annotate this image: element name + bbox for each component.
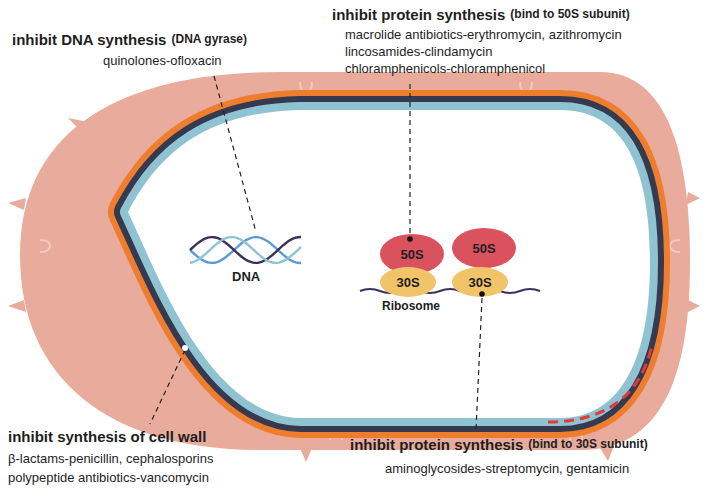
surface-mark bbox=[40, 240, 50, 252]
surface-marks bbox=[40, 82, 680, 440]
subunit-label: 50S bbox=[400, 248, 423, 261]
dna-strand bbox=[190, 237, 301, 263]
drug-label: chloramphenicols-chloramphenicol bbox=[345, 62, 545, 77]
leader-line bbox=[409, 84, 410, 236]
heading-label: Ribosome bbox=[382, 300, 440, 314]
drug-label: macrolide antibiotics-erythromycin, azit… bbox=[345, 28, 622, 43]
subunit-label: 30S bbox=[396, 276, 419, 289]
subunit-label: 50S bbox=[472, 242, 495, 255]
dna-strand bbox=[190, 237, 301, 263]
pilus bbox=[8, 198, 26, 210]
subunit-ellipse bbox=[452, 228, 516, 268]
pilus bbox=[68, 118, 88, 130]
target-dot bbox=[407, 236, 413, 242]
heading-label: inhibit protein synthesis bbox=[332, 6, 505, 23]
ribosome-subunit: 50S bbox=[452, 228, 516, 268]
drug-label: polypeptide antibiotics-vancomycin bbox=[8, 471, 209, 486]
pilus bbox=[300, 448, 312, 462]
heading-label: (DNA gyrase) bbox=[171, 33, 247, 47]
drug-label: β-lactams-penicillin, cephalosporins bbox=[8, 452, 213, 467]
target-dot bbox=[479, 291, 485, 297]
leader-lines bbox=[150, 76, 482, 430]
cell-body bbox=[20, 72, 690, 450]
surface-mark bbox=[670, 240, 680, 252]
heading-label: DNA bbox=[232, 270, 260, 285]
dna-helix bbox=[190, 237, 301, 263]
dna-strand bbox=[190, 237, 301, 263]
cytoplasm bbox=[128, 110, 650, 418]
drug-label: lincosamides-clindamycin bbox=[345, 45, 492, 60]
cell-envelope bbox=[128, 110, 650, 418]
dashed-segment bbox=[548, 345, 652, 422]
cell-wall-layer bbox=[128, 110, 650, 418]
subunit-ellipse bbox=[380, 267, 436, 297]
leader-line bbox=[476, 298, 482, 430]
target-dot bbox=[182, 345, 188, 351]
ribosome-subunit: 30S bbox=[380, 267, 436, 297]
leader-line bbox=[150, 350, 185, 424]
drug-label: aminoglycosides-streptomycin, gentamicin bbox=[385, 462, 629, 477]
drug-label: quinolones-ofloxacin bbox=[103, 54, 222, 69]
subunit-ellipse bbox=[452, 267, 508, 297]
leader-line bbox=[214, 76, 256, 232]
heading-label: inhibit protein synthesis bbox=[350, 436, 523, 453]
heading-label: (bind to 50S subunit) bbox=[510, 8, 629, 22]
outer-membrane bbox=[128, 110, 650, 418]
inner-membrane bbox=[128, 110, 650, 418]
ribosome-subunit: 30S bbox=[452, 267, 508, 297]
heading-label: inhibit synthesis of cell wall bbox=[8, 428, 206, 445]
pilus bbox=[688, 300, 700, 312]
pilus bbox=[686, 192, 700, 205]
pilus bbox=[8, 300, 26, 312]
heading-label: (bind to 30S subunit) bbox=[528, 438, 647, 452]
heading-label: inhibit DNA synthesis bbox=[12, 31, 166, 48]
subunit-label: 30S bbox=[468, 276, 491, 289]
